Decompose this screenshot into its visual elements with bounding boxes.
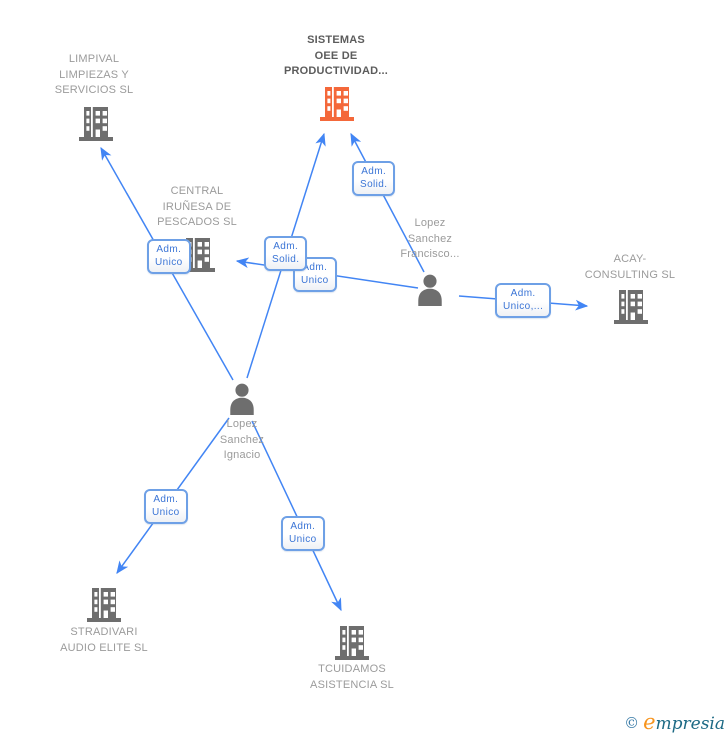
person-node-francisco[interactable]: Lopez Sanchez Francisco... [340, 216, 520, 263]
person-name-line: Sanchez [407, 232, 453, 245]
company-name-line: ACAY- [613, 253, 647, 265]
company-name-line: SERVICIOS SL [54, 84, 134, 96]
company-node-tcuidamos[interactable]: TCUIDAMOS ASISTENCIA SL [262, 662, 442, 693]
company-node-limpival[interactable]: LIMPIVAL LIMPIEZAS Y SERVICIOS SL [4, 52, 184, 99]
edge-label-line: Solid. [272, 253, 300, 265]
edge-label-line: Solid. [360, 178, 388, 190]
person-node-ignacio[interactable]: Lopez Sanchez Ignacio [152, 417, 332, 464]
company-name-line: LIMPIVAL [68, 53, 120, 65]
company-name-line: TCUIDAMOS [318, 663, 386, 675]
company-node-sistemas[interactable]: SISTEMAS OEE DE PRODUCTIVIDAD... [246, 33, 426, 80]
person-icon[interactable] [415, 274, 445, 306]
edge-label-line: Adm. [156, 244, 182, 255]
edge-ignacio-tcuidamos [251, 420, 342, 612]
company-name-line: AUDIO ELITE SL [60, 641, 148, 654]
company-name-line: IRUÑESA DE [162, 200, 232, 213]
edge-label-line: Unico [152, 506, 180, 518]
building-icon[interactable] [334, 626, 370, 660]
edge-label-francisco-acay[interactable]: Adm. Unico,... [495, 283, 552, 318]
company-name-line: LIMPIEZAS Y [59, 68, 129, 81]
edge-label-line: Unico,... [503, 300, 544, 312]
company-node-acay[interactable]: ACAY- CONSULTING SL [540, 252, 720, 283]
company-name-line: CONSULTING SL [584, 268, 676, 281]
edge-label-line: Adm. [361, 166, 387, 177]
brand-letter: e [643, 710, 656, 734]
person-icon[interactable] [227, 383, 257, 415]
edge-francisco-sistemas [350, 132, 425, 273]
edge-label-ignacio-tcuidamos[interactable]: Adm. Unico [281, 516, 325, 551]
edge-label-line: Unico [289, 533, 317, 545]
copyright-icon: © [624, 714, 640, 732]
person-name-line: Lopez [414, 217, 446, 229]
edge-label-line: Adm. [290, 521, 316, 532]
person-name-line: Sanchez [219, 433, 265, 446]
person-name-line: Lopez [226, 418, 258, 430]
person-name-line: Francisco... [400, 248, 460, 260]
building-icon[interactable] [319, 87, 355, 121]
edge-label-line: Adm. [153, 494, 179, 505]
company-name-line: CENTRAL [170, 185, 224, 197]
company-name-line: PRODUCTIVIDAD... [283, 65, 389, 77]
empresia-logo: ©empresia [624, 710, 725, 734]
edge-label-ignacio-stradivari[interactable]: Adm. Unico [144, 489, 188, 524]
brand-text: mpresia [655, 714, 726, 734]
edge-label-ignacio-sistemas[interactable]: Adm. Solid. [264, 236, 308, 271]
company-name-line: STRADIVARI [70, 626, 138, 638]
edge-label-francisco-central[interactable]: Adm. Unico [293, 257, 337, 292]
edge-label-line: Unico [301, 274, 329, 286]
person-name-line: Ignacio [223, 449, 261, 461]
edge-label-francisco-sistemas[interactable]: Adm. Solid. [352, 161, 396, 196]
edge-label-ignacio-limpival[interactable]: Adm. Unico [147, 239, 191, 274]
edge-label-line: Adm. [302, 262, 328, 273]
company-name-line: PESCADOS SL [157, 216, 237, 228]
building-icon[interactable] [86, 588, 122, 622]
company-name-line: SISTEMAS [307, 34, 365, 46]
building-icon[interactable] [78, 107, 114, 141]
building-icon[interactable] [613, 290, 649, 324]
edge-label-line: Adm. [510, 288, 536, 299]
company-name-line: OEE DE [314, 49, 358, 62]
edge-label-line: Adm. [273, 241, 299, 252]
edge-label-line: Unico [155, 256, 183, 268]
company-name-line: ASISTENCIA SL [310, 678, 394, 691]
company-node-central[interactable]: CENTRAL IRUÑESA DE PESCADOS SL [107, 184, 287, 231]
company-node-stradivari[interactable]: STRADIVARI AUDIO ELITE SL [14, 625, 194, 656]
